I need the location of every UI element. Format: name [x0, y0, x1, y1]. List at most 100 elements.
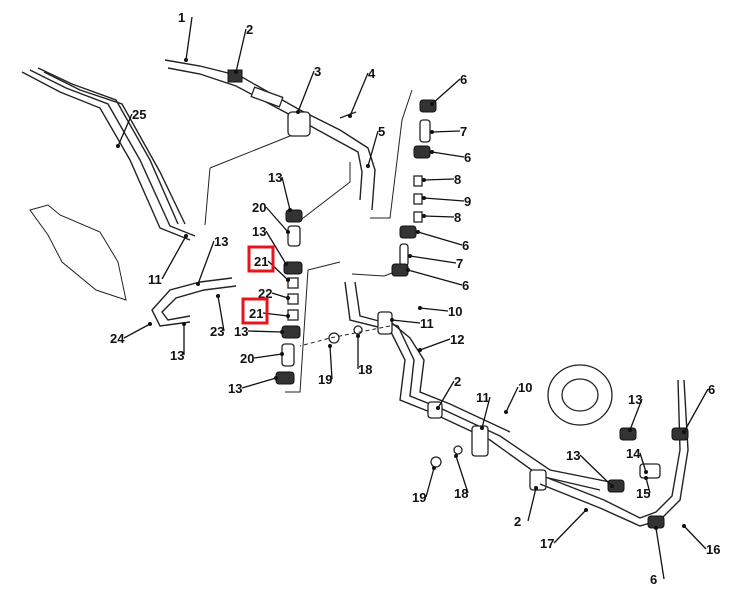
callout-13: 13: [228, 381, 242, 396]
leader-arrowhead: [654, 526, 658, 530]
leader-line: [579, 454, 613, 487]
callout-6: 6: [462, 278, 469, 293]
tube-assembly-drawing: [21, 59, 689, 529]
leader-arrowhead: [286, 230, 290, 234]
leader-arrowhead: [422, 196, 426, 200]
callout-11: 11: [476, 390, 490, 405]
callout-2: 2: [454, 374, 461, 389]
callout-3: 3: [314, 64, 321, 79]
callout-14: 14: [626, 446, 641, 461]
callout-23: 23: [210, 324, 224, 339]
leader-arrowhead: [328, 344, 332, 348]
callout-13: 13: [214, 234, 228, 249]
leader-line: [197, 240, 215, 285]
leader-line: [419, 307, 449, 312]
callout-18: 18: [454, 486, 468, 501]
leader-arrowhead: [430, 130, 434, 134]
callout-22: 22: [258, 286, 272, 301]
callout-10: 10: [518, 380, 532, 395]
leader-line: [431, 151, 465, 158]
leader-line: [271, 292, 289, 299]
leader-arrowhead: [348, 114, 352, 118]
leader-arrowhead: [184, 58, 188, 62]
leader-arrowhead: [280, 330, 284, 334]
leader-arrowhead: [148, 322, 152, 326]
leader-line: [267, 260, 289, 281]
leader-arrowhead: [274, 376, 278, 380]
leader-arrowhead: [610, 484, 614, 488]
leader-line: [281, 176, 291, 211]
leader-line: [123, 323, 151, 339]
callout-5: 5: [378, 124, 385, 139]
leader-arrowhead: [534, 486, 538, 490]
leader-line: [527, 487, 537, 522]
leader-line: [367, 130, 379, 167]
leader-line: [423, 178, 455, 181]
leader-arrowhead: [504, 410, 508, 414]
leader-arrowhead: [296, 110, 300, 114]
callout-13: 13: [252, 224, 266, 239]
leader-line: [409, 255, 457, 264]
leader-line: [247, 330, 283, 333]
leader-arrowhead: [184, 234, 188, 238]
callout-1: 1: [178, 10, 185, 25]
leader-arrowhead: [286, 314, 290, 318]
leader-line: [235, 28, 247, 73]
leader-line: [431, 78, 461, 105]
leader-arrowhead: [366, 164, 370, 168]
callout-13: 13: [268, 170, 282, 185]
leader-line: [683, 388, 709, 433]
callout-18: 18: [358, 362, 372, 377]
callout-13: 13: [234, 324, 248, 339]
leader-line: [161, 235, 187, 280]
callout-8: 8: [454, 172, 461, 187]
leader-line: [185, 16, 193, 61]
callout-20: 20: [252, 200, 266, 215]
leader-line: [423, 215, 455, 218]
leader-line: [431, 130, 461, 133]
callout-15: 15: [636, 486, 650, 501]
leader-arrowhead: [288, 208, 292, 212]
callout-13: 13: [566, 448, 580, 463]
callout-21: 21: [249, 306, 263, 321]
leader-arrowhead: [432, 466, 436, 470]
leader-line: [639, 452, 647, 473]
leader-line: [481, 396, 491, 429]
callout-20: 20: [240, 351, 254, 366]
leader-line: [349, 72, 369, 117]
leader-arrowhead: [422, 178, 426, 182]
leader-line: [425, 467, 435, 498]
callout-21: 21: [254, 254, 268, 269]
callout-4: 4: [368, 66, 376, 81]
leader-arrowhead: [644, 476, 648, 480]
callout-6: 6: [708, 382, 715, 397]
leader-arrowhead: [682, 430, 686, 434]
leader-line: [217, 295, 225, 332]
leader-arrowhead: [408, 254, 412, 258]
leader-line: [505, 386, 519, 413]
leader-line: [419, 338, 451, 351]
leader-arrowhead: [286, 278, 290, 282]
leader-arrowhead: [436, 406, 440, 410]
callout-13: 13: [628, 392, 642, 407]
leader-arrowhead: [216, 294, 220, 298]
leader-arrowhead: [418, 306, 422, 310]
leader-line: [391, 319, 421, 324]
leader-arrowhead: [284, 262, 288, 266]
callout-16: 16: [706, 542, 720, 557]
callout-6: 6: [464, 150, 471, 165]
callout-24: 24: [110, 331, 125, 346]
leader-arrowhead: [628, 428, 632, 432]
leader-arrowhead: [234, 70, 238, 74]
leader-line: [655, 527, 665, 580]
callout-6: 6: [650, 572, 657, 587]
leader-line: [253, 353, 283, 359]
leader-arrowhead: [406, 268, 410, 272]
callout-7: 7: [456, 256, 463, 271]
leader-line: [455, 455, 469, 494]
leader-line: [117, 113, 133, 147]
leader-arrowhead: [182, 322, 186, 326]
callout-10: 10: [448, 304, 462, 319]
